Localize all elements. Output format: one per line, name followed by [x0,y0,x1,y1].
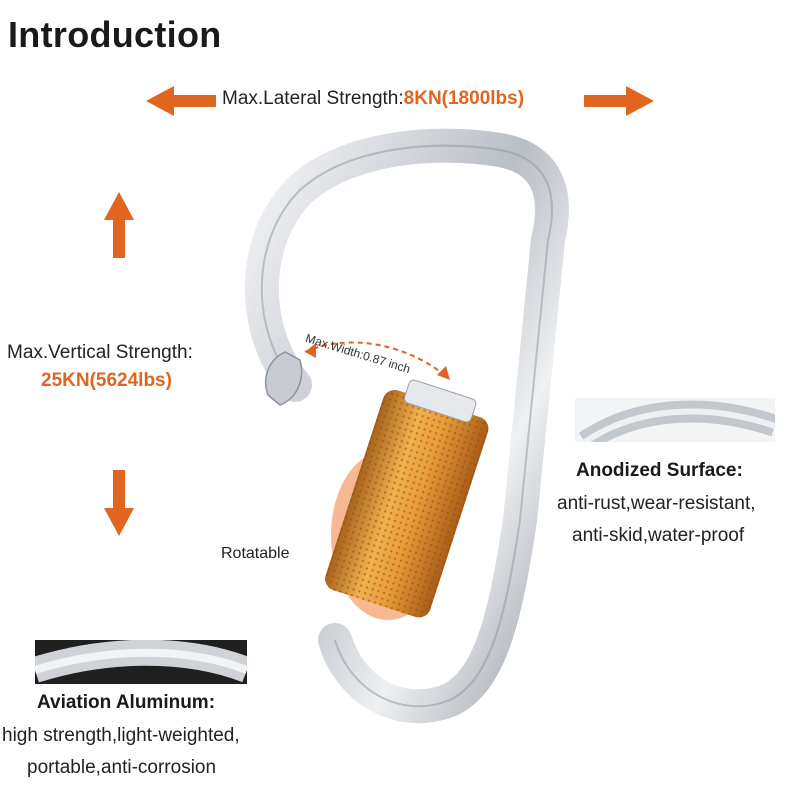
lateral-strength: Max.Lateral Strength:8KN(1800lbs) [222,88,524,110]
anodized-surface-sample [575,398,775,442]
rotatable-label: Rotatable [221,545,290,562]
aviation-line-1: high strength,light-weighted, [2,725,240,746]
arrow-left-icon [146,86,216,116]
aviation-line-2: portable,anti-corrosion [27,757,217,778]
anodized-line-2: anti-skid,water-proof [572,525,745,546]
arrow-up-icon [104,192,134,258]
lateral-strength-label: Max.Lateral Strength: [222,88,404,109]
arrow-down-icon [104,470,134,536]
lateral-strength-value: 8KN(1800lbs) [403,88,525,109]
vertical-strength-value: 25KN(5624lbs) [41,370,172,391]
anodized-line-1: anti-rust,wear-resistant, [557,493,756,514]
aviation-title: Aviation Aluminum: [37,692,216,713]
aviation-aluminum-sample [35,640,247,684]
vertical-strength-label: Max.Vertical Strength: [7,342,193,363]
arrow-right-icon [584,86,654,116]
anodized-title: Anodized Surface: [576,460,743,481]
page-title: Introduction [8,14,222,55]
